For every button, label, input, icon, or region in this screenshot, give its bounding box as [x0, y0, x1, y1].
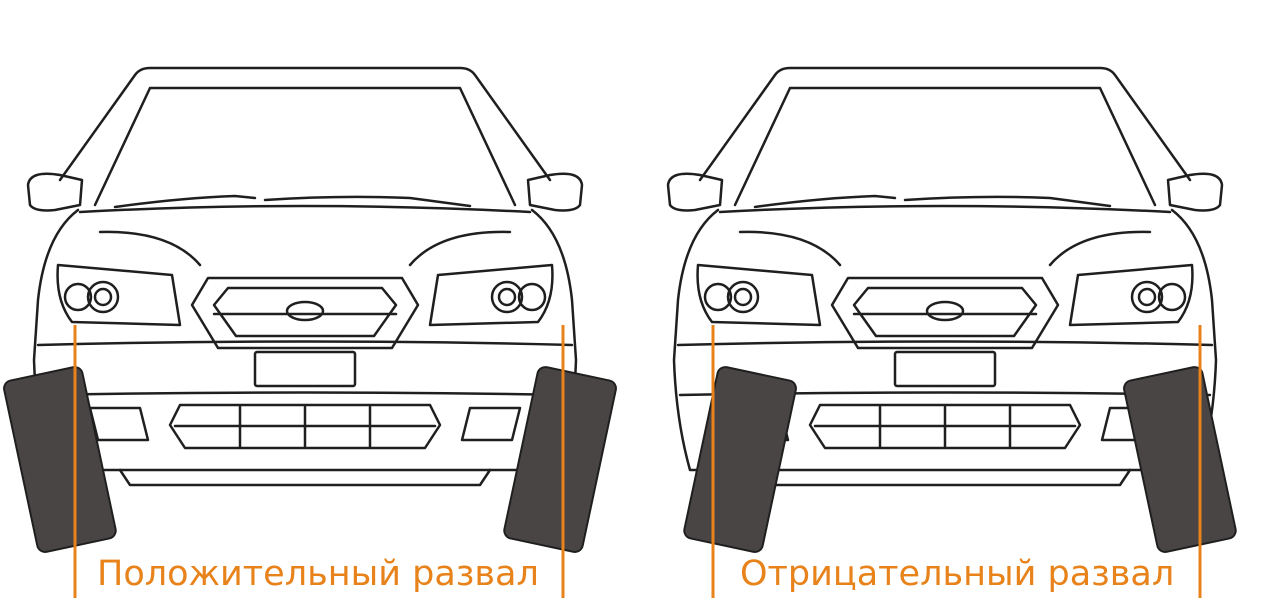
- car-front-outline: [26, 66, 584, 487]
- right-tire: [503, 366, 617, 553]
- right-tire: [1123, 366, 1237, 553]
- diagram-negative-camber: [666, 66, 1237, 598]
- caption-negative-camber: Отрицательный развал: [740, 554, 1175, 594]
- diagram-positive-camber: [3, 66, 617, 598]
- caption-positive-camber: Положительный развал: [97, 554, 539, 594]
- left-tire: [3, 366, 117, 553]
